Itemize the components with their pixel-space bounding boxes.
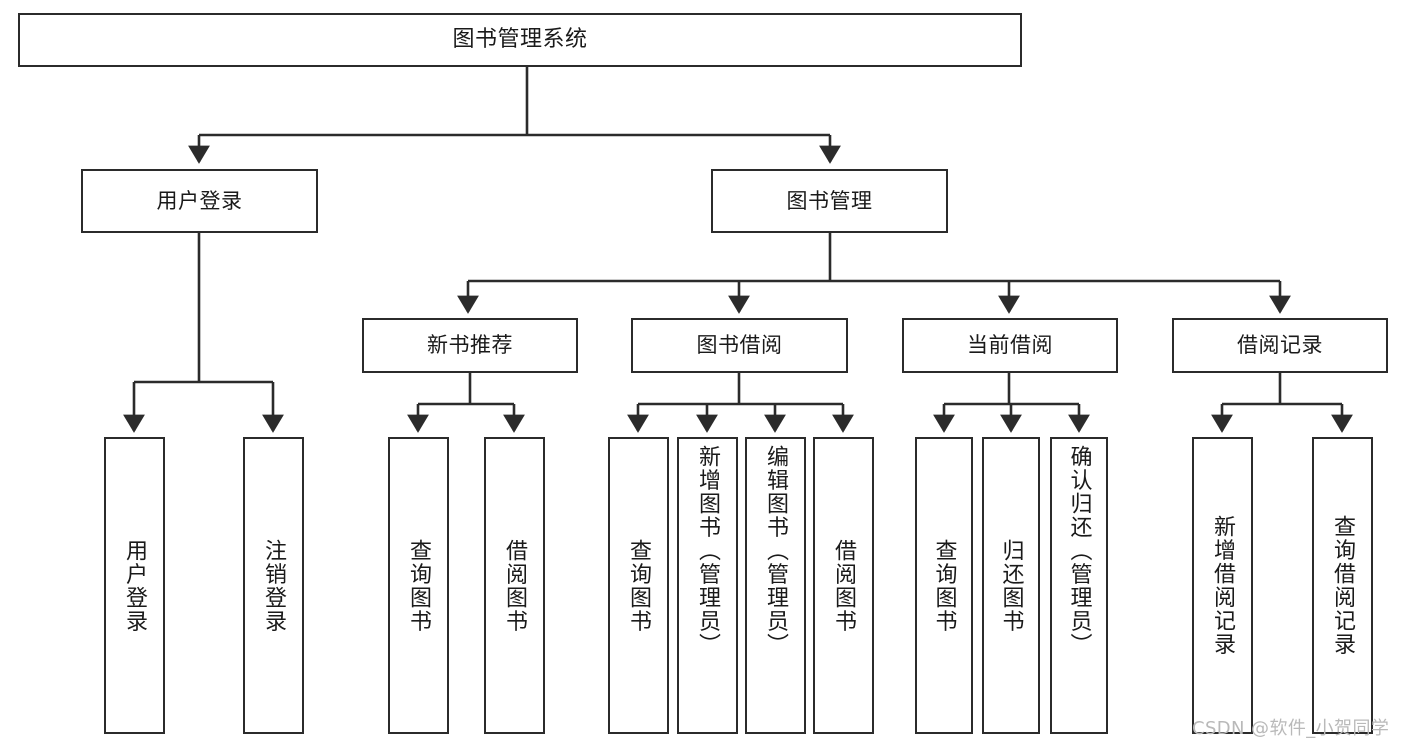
- node-book-borrow[interactable]: 图书借阅: [631, 318, 848, 373]
- node-leaf-user-logout[interactable]: 注销登录: [243, 437, 304, 734]
- node-leaf-return-book-label: 归还图书: [998, 538, 1024, 633]
- node-leaf-query-book-3[interactable]: 查询图书: [915, 437, 973, 734]
- node-leaf-add-record-label: 新增借阅记录: [1210, 515, 1236, 656]
- node-leaf-add-record[interactable]: 新增借阅记录: [1192, 437, 1253, 734]
- node-leaf-user-login-label: 用户登录: [122, 538, 148, 633]
- node-leaf-query-book-1-label: 查询图书: [406, 538, 432, 633]
- node-leaf-borrow-book-2[interactable]: 借阅图书: [813, 437, 874, 734]
- node-leaf-borrow-book-2-label: 借阅图书: [831, 538, 857, 633]
- node-leaf-query-book-2-label: 查询图书: [626, 538, 652, 633]
- node-leaf-query-book-2[interactable]: 查询图书: [608, 437, 669, 734]
- node-book-manage[interactable]: 图书管理: [711, 169, 948, 233]
- node-leaf-add-book-label: 新增图书（管理员）: [695, 445, 721, 657]
- node-leaf-query-book-3-label: 查询图书: [931, 538, 957, 633]
- node-book-borrow-label: 图书借阅: [696, 333, 783, 358]
- node-root-label: 图书管理系统: [452, 27, 588, 53]
- node-leaf-borrow-book-1[interactable]: 借阅图书: [484, 437, 545, 734]
- node-user-login[interactable]: 用户登录: [81, 169, 318, 233]
- node-leaf-borrow-book-1-label: 借阅图书: [502, 538, 528, 633]
- node-borrow-record-label: 借阅记录: [1237, 333, 1323, 358]
- node-current-borrow[interactable]: 当前借阅: [902, 318, 1118, 373]
- node-leaf-query-book-1[interactable]: 查询图书: [388, 437, 449, 734]
- node-leaf-query-record[interactable]: 查询借阅记录: [1312, 437, 1373, 734]
- node-leaf-confirm-return[interactable]: 确认归还（管理员）: [1050, 437, 1108, 734]
- node-leaf-edit-book-label: 编辑图书（管理员）: [763, 445, 789, 657]
- node-root[interactable]: 图书管理系统: [18, 13, 1022, 67]
- node-user-login-label: 用户登录: [156, 188, 243, 213]
- csdn-watermark: CSDN @软件_小贺同学: [1192, 718, 1390, 739]
- node-leaf-user-login[interactable]: 用户登录: [104, 437, 165, 734]
- node-leaf-return-book[interactable]: 归还图书: [982, 437, 1040, 734]
- node-book-manage-label: 图书管理: [786, 188, 873, 213]
- node-leaf-edit-book[interactable]: 编辑图书（管理员）: [745, 437, 806, 734]
- node-leaf-user-logout-label: 注销登录: [261, 538, 287, 633]
- node-new-book-recommend-label: 新书推荐: [427, 333, 513, 358]
- node-leaf-query-record-label: 查询借阅记录: [1330, 515, 1356, 656]
- node-leaf-confirm-return-label: 确认归还（管理员）: [1066, 445, 1092, 657]
- node-borrow-record[interactable]: 借阅记录: [1172, 318, 1388, 373]
- node-leaf-add-book[interactable]: 新增图书（管理员）: [677, 437, 738, 734]
- node-current-borrow-label: 当前借阅: [967, 333, 1053, 358]
- node-new-book-recommend[interactable]: 新书推荐: [362, 318, 578, 373]
